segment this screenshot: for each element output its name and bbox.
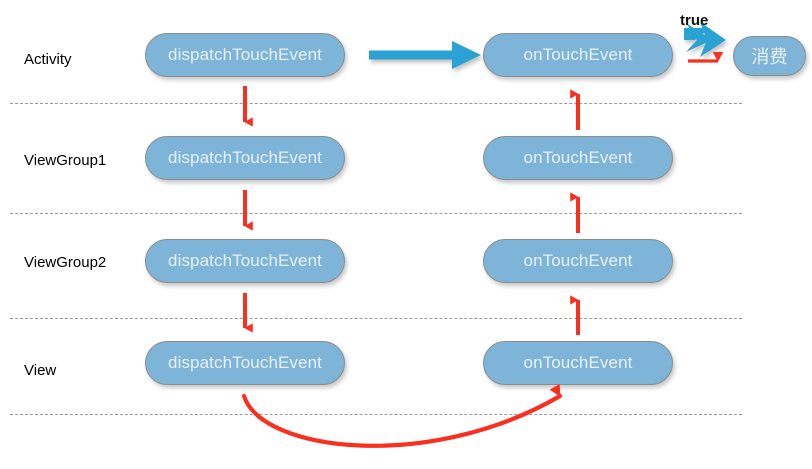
activity-on-touch-event-box[interactable]: onTouchEvent xyxy=(483,33,673,77)
row-label-view: View xyxy=(24,362,57,379)
viewgroup2-on-touch-event-box[interactable]: onTouchEvent xyxy=(483,239,673,283)
consume-box[interactable]: 消费 xyxy=(733,36,806,76)
row-separator-3 xyxy=(10,318,742,319)
row-label-viewgroup1: ViewGroup1 xyxy=(24,152,107,169)
row-separator-1 xyxy=(10,103,742,104)
row-separator-4 xyxy=(10,414,742,415)
viewgroup1-on-touch-event-box[interactable]: onTouchEvent xyxy=(483,136,673,180)
view-dispatch-touch-event-box[interactable]: dispatchTouchEvent xyxy=(145,341,345,385)
row-label-activity: Activity xyxy=(24,51,72,68)
activity-dispatch-touch-event-box[interactable]: dispatchTouchEvent xyxy=(145,33,345,77)
viewgroup1-dispatch-touch-event-box[interactable]: dispatchTouchEvent xyxy=(145,136,345,180)
true-edge-label: true xyxy=(680,12,709,29)
view-on-touch-event-box[interactable]: onTouchEvent xyxy=(483,341,673,385)
view-dispatch-to-ontouch-curved-arrow xyxy=(241,383,563,448)
row-label-viewgroup2: ViewGroup2 xyxy=(24,254,107,271)
activity-dispatch-to-ontouch-blue-arrow xyxy=(369,41,481,69)
row-separator-2 xyxy=(10,213,742,214)
viewgroup2-dispatch-touch-event-box[interactable]: dispatchTouchEvent xyxy=(145,239,345,283)
